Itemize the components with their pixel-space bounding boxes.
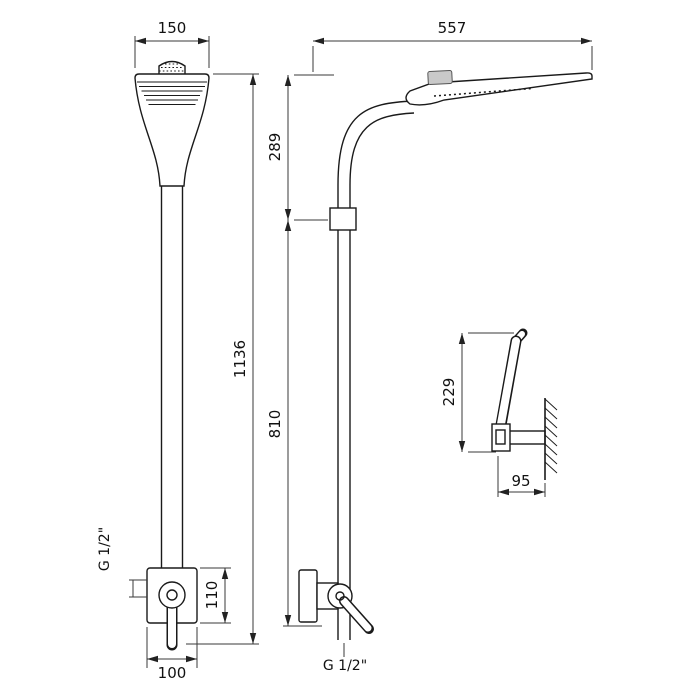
inlet-thread-label: G 1/2"	[97, 527, 113, 571]
wall-bracket	[329, 207, 357, 231]
shower-head-front	[134, 60, 210, 187]
dimension-valve-width: 100	[146, 627, 198, 682]
dimension-reach: 557	[312, 19, 593, 72]
outlet-thread-callout: G 1/2"	[323, 643, 367, 674]
dim-valve-height-label: 110	[203, 581, 221, 610]
dimension-arm-height: 229	[440, 332, 514, 453]
dimension-head-width: 150	[134, 19, 210, 68]
mixer-valve-side	[298, 569, 374, 634]
hand-shower-arm	[495, 328, 528, 431]
outlet-thread-label: G 1/2"	[323, 658, 367, 674]
dim-upper-height-label: 289	[266, 133, 284, 162]
dimension-arm-offset: 95	[497, 456, 546, 497]
detail-view: 229	[440, 328, 558, 497]
dim-total-height-label: 1136	[231, 340, 249, 378]
front-view: 150	[97, 19, 259, 682]
dim-arm-offset-label: 95	[511, 472, 530, 490]
dimension-valve-height: 110	[200, 567, 231, 624]
dim-head-width-label: 150	[158, 19, 187, 37]
mixer-valve-front	[129, 567, 198, 651]
dimension-total-height: 1136	[186, 73, 259, 645]
arm-wall-mount	[491, 423, 546, 452]
shower-head-side	[405, 69, 593, 106]
dimension-lower-height: 810	[266, 220, 322, 627]
wall-section	[544, 398, 558, 480]
head-fitting	[427, 69, 453, 86]
dim-lower-height-label: 810	[266, 410, 284, 439]
dim-reach-label: 557	[438, 19, 467, 37]
dim-valve-width-label: 100	[158, 664, 187, 682]
dimension-upper-height: 289	[266, 74, 334, 221]
shower-column-front	[160, 186, 184, 570]
spray-face-lines	[137, 81, 207, 105]
side-view: 557 289 810	[266, 19, 593, 674]
shower-column-side	[337, 100, 415, 640]
dim-arm-height-label: 229	[440, 378, 458, 407]
inlet-thread-callout: G 1/2"	[97, 527, 113, 571]
